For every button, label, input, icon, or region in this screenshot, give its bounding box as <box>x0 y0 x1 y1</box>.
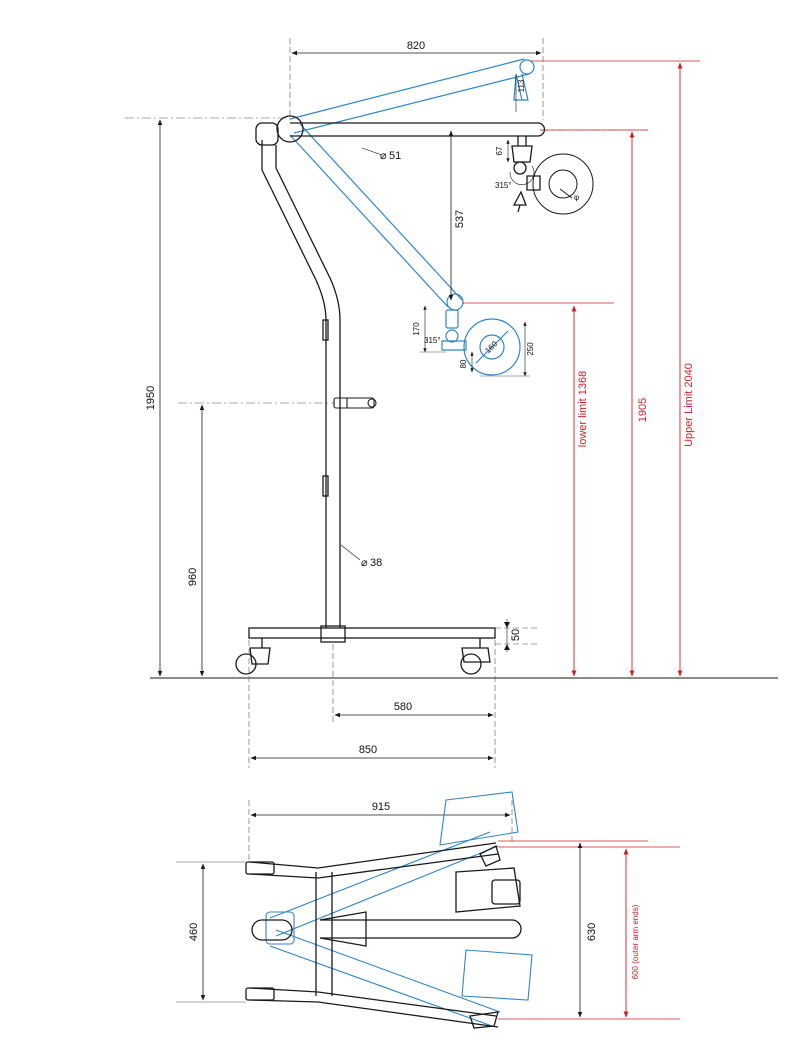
column <box>261 140 341 628</box>
dim-38-symbol: ⌀ <box>361 557 368 569</box>
base-ext-lines <box>248 627 540 768</box>
dim-67-label: 67 <box>495 146 504 155</box>
limit-lower-label: lower limit 1368 <box>577 371 589 447</box>
limit-middle-label: 1905 <box>637 398 649 422</box>
dim-1950-label: 1950 <box>145 386 157 410</box>
arm-horizontal <box>255 115 546 213</box>
dim-51-leader <box>361 147 383 156</box>
dim-915-label: 915 <box>372 801 390 813</box>
rotation-lower-label: 315° <box>424 336 441 345</box>
dim-38-label: 38 <box>370 557 382 569</box>
top-red-lines <box>498 840 680 1020</box>
arm-swing-positions <box>265 791 533 1027</box>
dim-51-label: 51 <box>389 150 401 162</box>
dim-460-label: 460 <box>188 923 200 941</box>
lamp-upper-dia-label: φ <box>574 193 579 202</box>
top-view: 915 <box>176 791 680 1029</box>
dim-850-label: 850 <box>359 744 377 756</box>
dim-820-label: 820 <box>407 40 425 52</box>
lamp-head-upper-end-view <box>532 153 594 215</box>
base <box>235 625 496 675</box>
dim-38-leader <box>340 544 361 561</box>
rotation-upper-label: 315° <box>495 181 512 190</box>
dim-51-symbol: ⌀ <box>380 150 387 162</box>
dim-113-label: 113 <box>517 79 526 92</box>
arm-lower-position <box>289 123 521 376</box>
dim-250-label: 250 <box>526 342 535 356</box>
top-ext-lines-horizontal <box>176 861 246 1003</box>
dim-50-arrows <box>504 622 510 650</box>
dim-600-label: 600 (outer arm ends) <box>631 904 640 979</box>
dim-50-label: 50 <box>510 629 522 641</box>
dim-960-label: 960 <box>187 568 199 586</box>
clamp <box>333 397 377 409</box>
limit-upper-label: Upper Limit 2040 <box>683 363 695 447</box>
dim-580-label: 580 <box>394 701 412 713</box>
arm-upper-position <box>289 58 535 134</box>
base-frame-top <box>245 842 522 1029</box>
dim-170-label: 170 <box>412 322 421 336</box>
dim-80-label: 80 <box>459 359 468 368</box>
dim-537-label: 537 <box>454 210 466 228</box>
rotation-upper-arc <box>509 165 535 185</box>
side-view: 820 ⌀ 51 537 113 67 315° φ 170 315° 80 1… <box>125 38 778 768</box>
limit-lines <box>462 60 700 304</box>
top-ext-lines <box>248 800 513 862</box>
dim-630-label: 630 <box>586 923 598 941</box>
